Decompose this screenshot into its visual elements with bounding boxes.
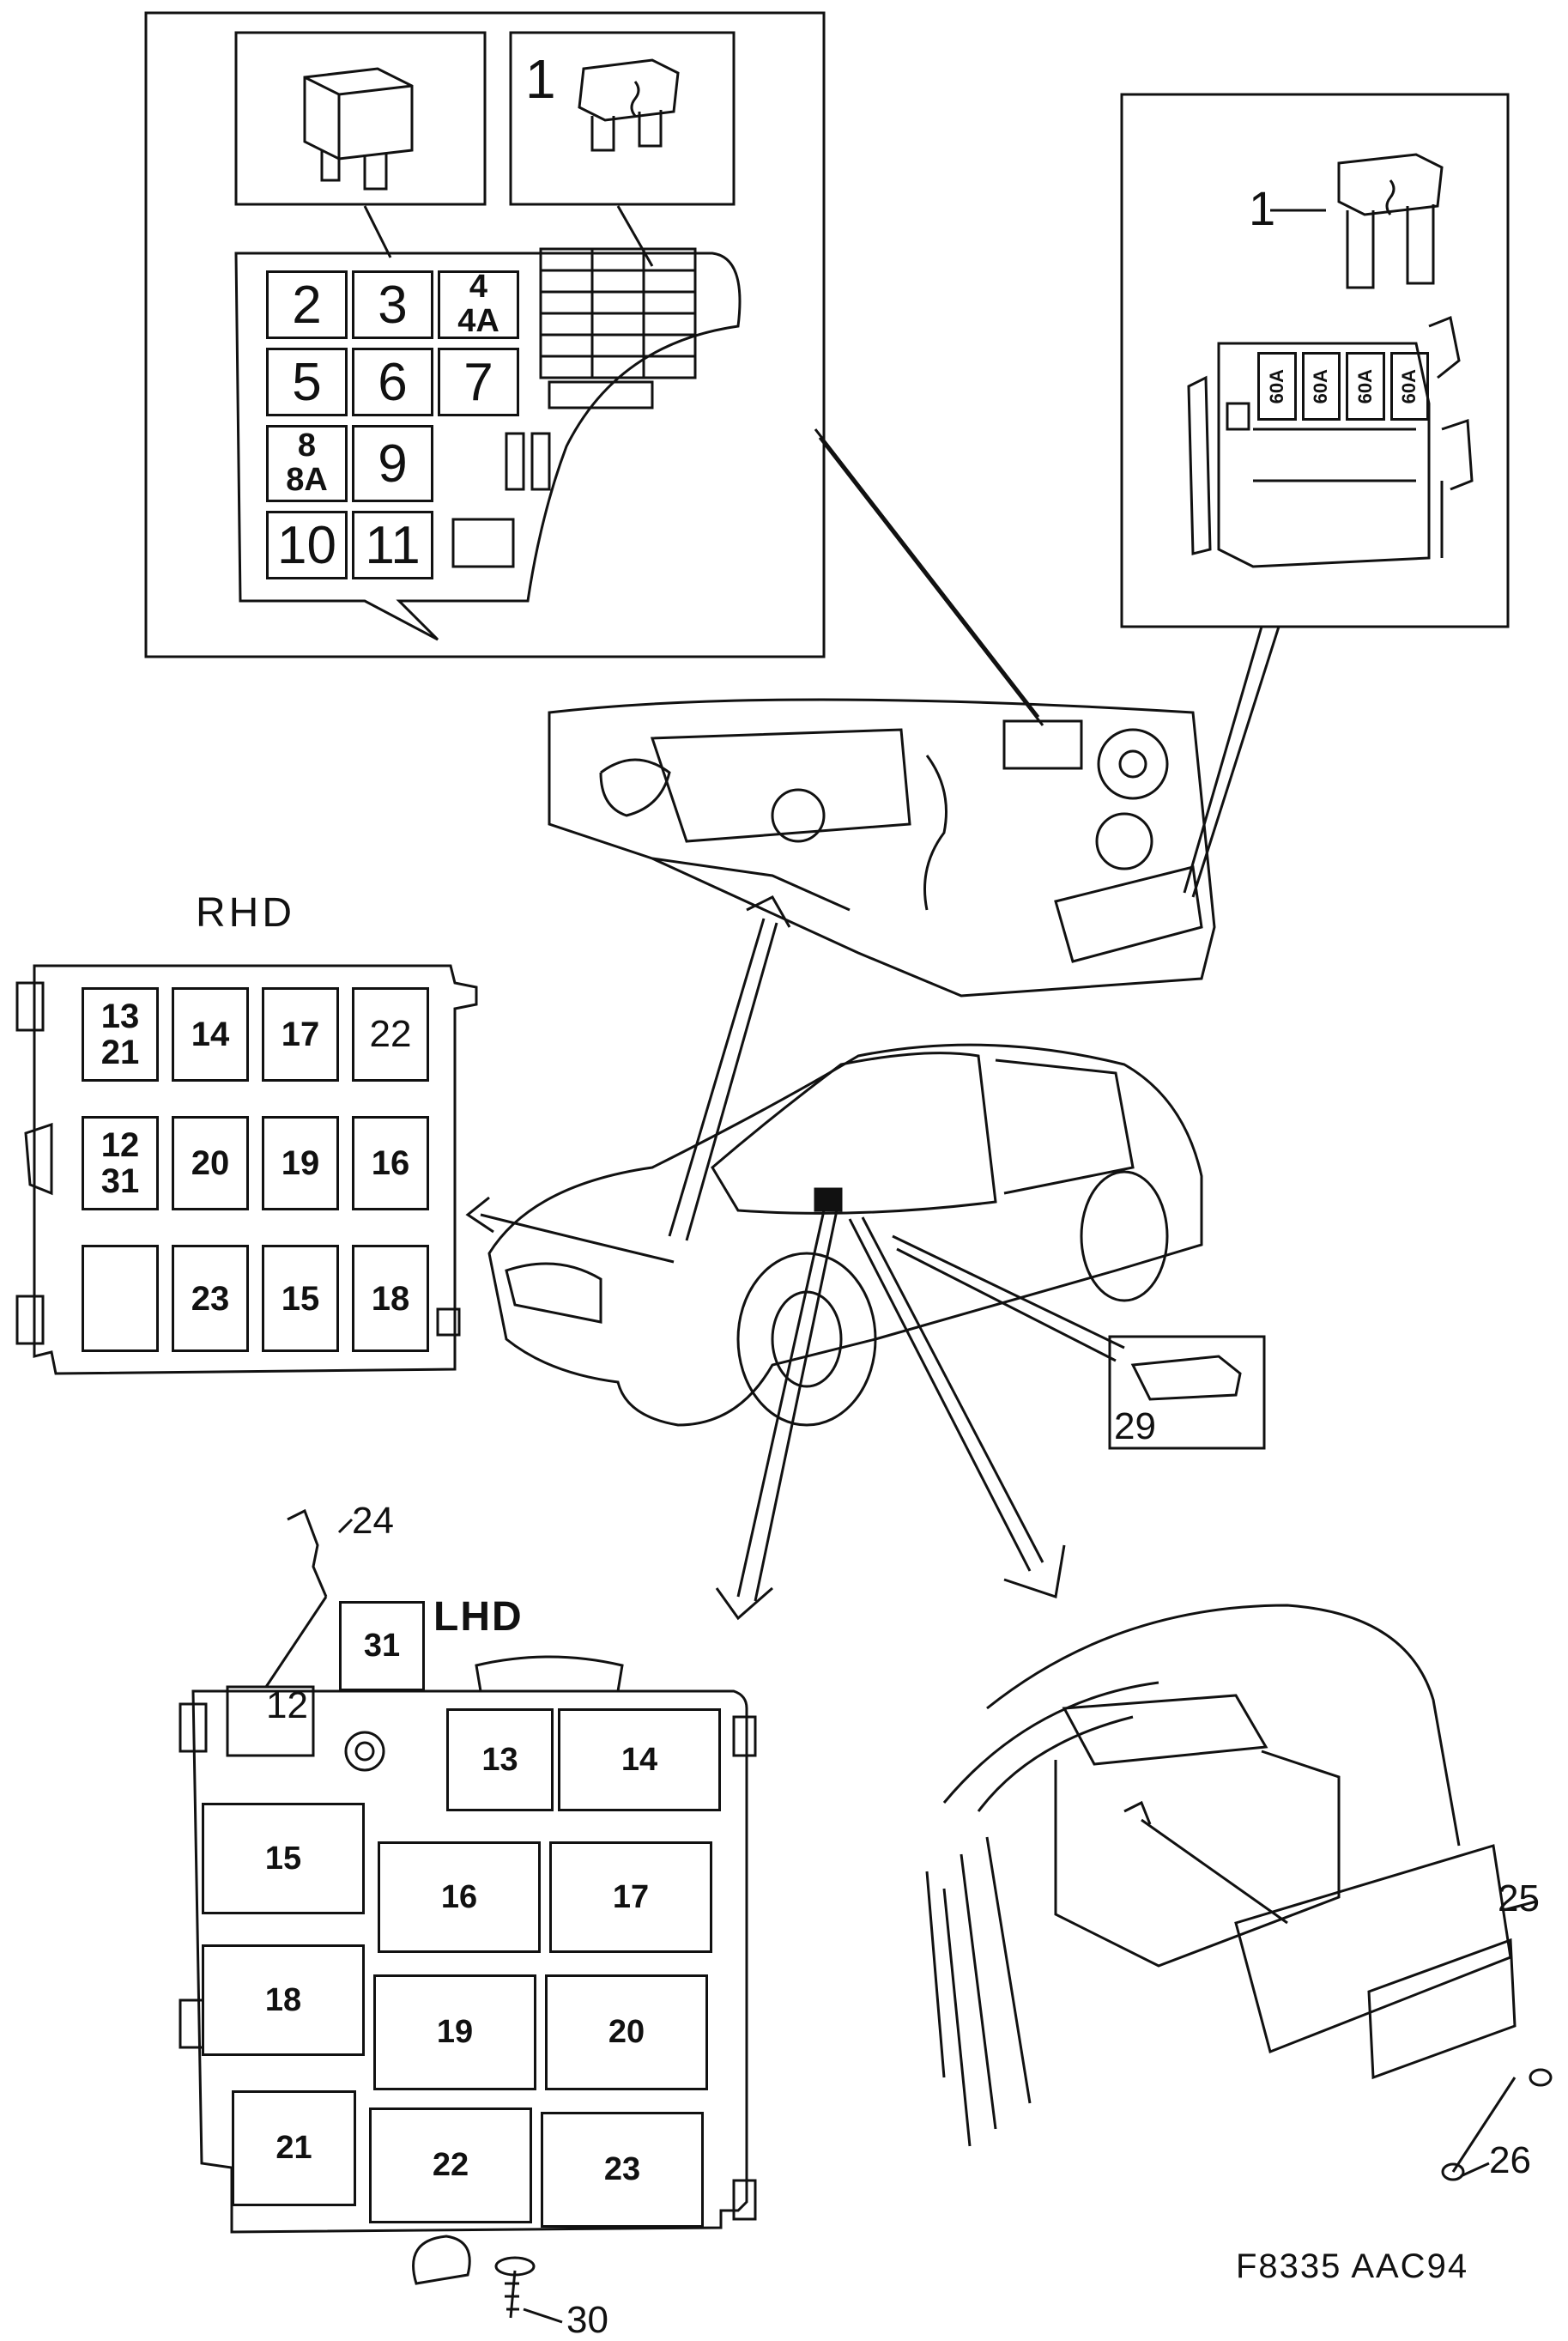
lhd-cell: 21 — [232, 2090, 356, 2206]
callout-fuse-top: 1 — [525, 48, 556, 110]
underhood-cell-2: 2 — [266, 270, 348, 339]
plug-icon — [1130, 1355, 1242, 1401]
maxi-fuse-label: 60A — [1346, 352, 1385, 421]
screw-26-leader — [1460, 2162, 1490, 2178]
blade-fuse-icon — [578, 58, 680, 152]
lhd-cell: 22 — [369, 2108, 532, 2223]
rhd-cell-empty — [82, 1245, 159, 1352]
lhd-cell: 15 — [202, 1803, 365, 1914]
lhd-cell: 20 — [545, 1974, 708, 2090]
rhd-box-outline — [15, 964, 478, 1375]
lhd-cell: 14 — [558, 1708, 721, 1811]
underhood-cell-10: 10 — [266, 511, 348, 579]
rhd-cell: 17 — [262, 987, 339, 1082]
callout-screw-30: 30 — [566, 2299, 608, 2341]
pin-24-leader — [264, 1596, 328, 1688]
rhd-cell: 23 — [172, 1245, 249, 1352]
relay-leader — [363, 205, 392, 258]
relay-icon — [303, 67, 414, 191]
blank-slot — [451, 518, 515, 568]
callout-arrows — [465, 895, 1125, 1621]
underhood-box-outline — [234, 252, 742, 641]
fuse-leader — [616, 205, 654, 267]
rhd-cell: 20 — [172, 1116, 249, 1210]
callout-ecu-25: 25 — [1498, 1877, 1540, 1919]
rhd-cell: 12 31 — [82, 1116, 159, 1210]
underhood-cell-5: 5 — [266, 348, 348, 416]
maxi-fuse-detail-frame — [1120, 93, 1510, 628]
callout-relay-12: 12 — [266, 1684, 308, 1726]
spare-slot — [530, 432, 551, 491]
lhd-cell: 23 — [541, 2112, 704, 2228]
lhd-heading: LHD — [433, 1594, 524, 1640]
maxi-leader-b — [1191, 626, 1280, 898]
underhood-leader-b — [818, 437, 1044, 726]
pin-icon — [287, 1508, 328, 1598]
underhood-cell-6: 6 — [352, 348, 433, 416]
callout-pin-24: 24 — [352, 1500, 394, 1542]
lhd-cell: 16 — [378, 1841, 541, 1953]
engine-bay-illustration — [548, 698, 1216, 998]
maxi-fuse-label: 60A — [1389, 352, 1429, 421]
underhood-leader-a — [814, 428, 1040, 718]
mini-fuse-strip — [539, 247, 697, 409]
underhood-cell-3: 3 — [352, 270, 433, 339]
ecu-harness-illustration — [925, 1604, 1517, 2147]
callout-screw-26: 26 — [1489, 2139, 1531, 2181]
maxi-fuse-label: 60A — [1301, 352, 1341, 421]
rhd-cell: 18 — [352, 1245, 429, 1352]
callout-fuse-right: 1 — [1249, 181, 1276, 235]
lhd-cell: 18 — [202, 1944, 365, 2056]
maxi-fuse-icon — [1337, 153, 1444, 289]
rhd-heading: RHD — [196, 890, 295, 936]
underhood-cell-7: 7 — [438, 348, 519, 416]
underhood-cell-8: 8 8A — [266, 425, 348, 502]
maxi-leader-a — [1183, 626, 1263, 894]
lhd-cell: 13 — [446, 1708, 554, 1811]
maxi-fuse-row: 60A 60A 60A 60A — [1257, 352, 1429, 421]
plug-inset-frame — [1108, 1335, 1266, 1450]
underhood-cell-9: 9 — [352, 425, 433, 502]
rhd-cell: 15 — [262, 1245, 339, 1352]
pin-leader — [337, 1518, 354, 1534]
lhd-cell: 19 — [373, 1974, 536, 2090]
rhd-cell: 22 — [352, 987, 429, 1082]
maxi-fuse-holder — [1187, 315, 1474, 568]
relay-inset-frame — [234, 31, 487, 206]
lhd-cell: 17 — [549, 1841, 712, 1953]
underhood-cell-11: 11 — [352, 511, 433, 579]
rhd-cell: 16 — [352, 1116, 429, 1210]
lhd-box-outline — [179, 1655, 757, 2285]
fuse-inset-frame — [509, 31, 736, 206]
rhd-cell: 13 21 — [82, 987, 159, 1082]
callout-plug-29: 29 — [1114, 1405, 1156, 1447]
screw-26-icons — [1441, 2068, 1553, 2181]
car-illustration — [487, 1043, 1203, 1427]
screw-30-icon — [494, 2256, 536, 2319]
rhd-cell: 19 — [262, 1116, 339, 1210]
figure-code: F8335 AAC94 — [1236, 2247, 1469, 2285]
lhd-relay-31: 31 — [339, 1601, 425, 1691]
ecu-25-leader — [1503, 1900, 1537, 1912]
underhood-detail-frame — [144, 11, 826, 658]
rhd-cell: 14 — [172, 987, 249, 1082]
screw-30-leader — [523, 2308, 563, 2324]
spare-slot — [505, 432, 525, 491]
maxi-fuse-label: 60A — [1257, 352, 1297, 421]
underhood-cell-4: 4 4A — [438, 270, 519, 339]
